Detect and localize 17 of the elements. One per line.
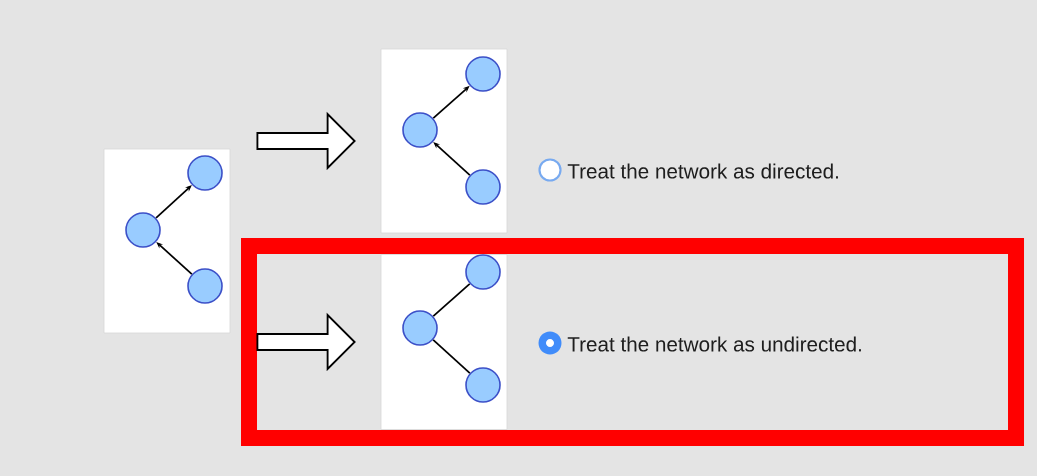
- highlight-frame: [241, 238, 1024, 446]
- graph-node-circle: [402, 310, 438, 346]
- graph-node-circle: [125, 212, 161, 248]
- graph-node-circle: [465, 56, 501, 92]
- option-label: Treat the network as undirected.: [567, 336, 861, 352]
- graph-node-circle: [465, 254, 501, 290]
- graph-node-circle: [187, 268, 223, 304]
- connector-line: [432, 282, 471, 318]
- graph-node-circle: [465, 169, 501, 205]
- graph-node-circle: [402, 112, 438, 148]
- arrow: [155, 185, 192, 219]
- graph-node-circle: [187, 155, 223, 191]
- graph-node-circle: [465, 367, 501, 403]
- connector-line: [432, 339, 471, 374]
- option-label: Treat the network as directed.: [567, 163, 838, 179]
- hollow-arrow: [256, 111, 356, 171]
- hollow-arrow: [256, 312, 356, 372]
